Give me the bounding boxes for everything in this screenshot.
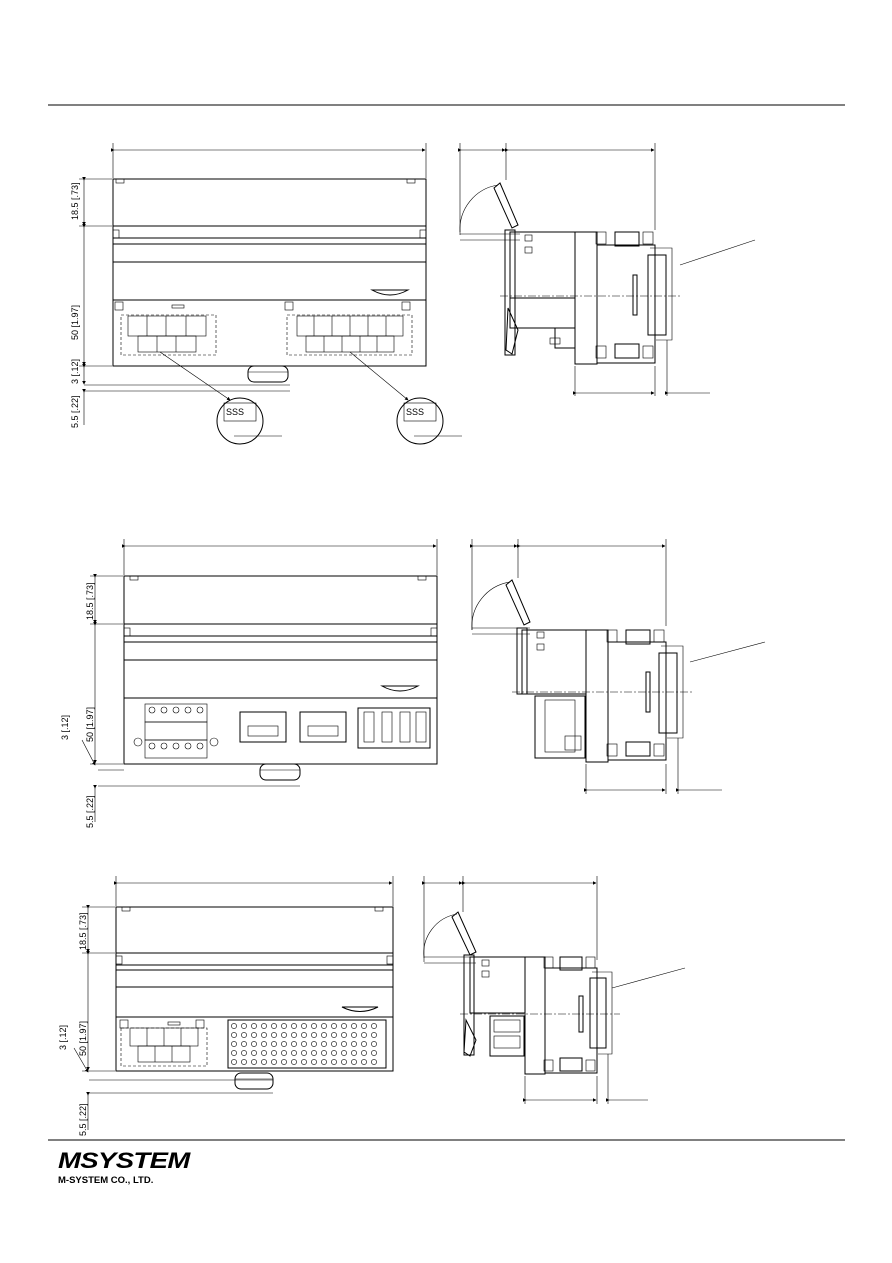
v2-dim-rail-depth: 5.5 [.22] <box>85 795 95 828</box>
v3-dim-rail-offset: 3 [.12] <box>58 1025 68 1050</box>
svg-text:SSS: SSS <box>406 407 424 417</box>
v1-dim-top-height: 18.5 [.73] <box>70 182 80 220</box>
svg-text:SSS: SSS <box>226 407 244 417</box>
logo-brand: MSYSTEM <box>58 1148 190 1173</box>
view1-front: SSS SSS <box>79 143 462 445</box>
v2-dim-top-height: 18.5 [.73] <box>85 582 95 620</box>
v1-dim-rail-depth: 5.5 [.22] <box>70 395 80 428</box>
view3-side <box>422 876 686 1104</box>
v3-dim-rail-depth: 5.5 [.22] <box>78 1103 88 1136</box>
view3-pin-grid <box>231 1023 377 1065</box>
v2-dim-rail-offset: 3 [.12] <box>60 715 70 740</box>
view2-front <box>81 539 438 822</box>
v1-dim-rail-offset: 3 [.12] <box>70 359 80 384</box>
company-logo: MSYSTEM M-SYSTEM CO., LTD. <box>58 1148 198 1187</box>
v1-dim-body-height: 50 [1.97] <box>70 305 80 340</box>
logo-company-name: M-SYSTEM CO., LTD. <box>58 1175 154 1186</box>
v3-dim-body-height: 50 [1.97] <box>78 1021 88 1056</box>
v3-dim-top-height: 18.5 [.73] <box>78 912 88 950</box>
v2-dim-body-height: 50 [1.97] <box>85 707 95 742</box>
view2-side <box>470 539 766 794</box>
view1-side <box>458 143 756 396</box>
view3-front <box>73 876 394 1130</box>
